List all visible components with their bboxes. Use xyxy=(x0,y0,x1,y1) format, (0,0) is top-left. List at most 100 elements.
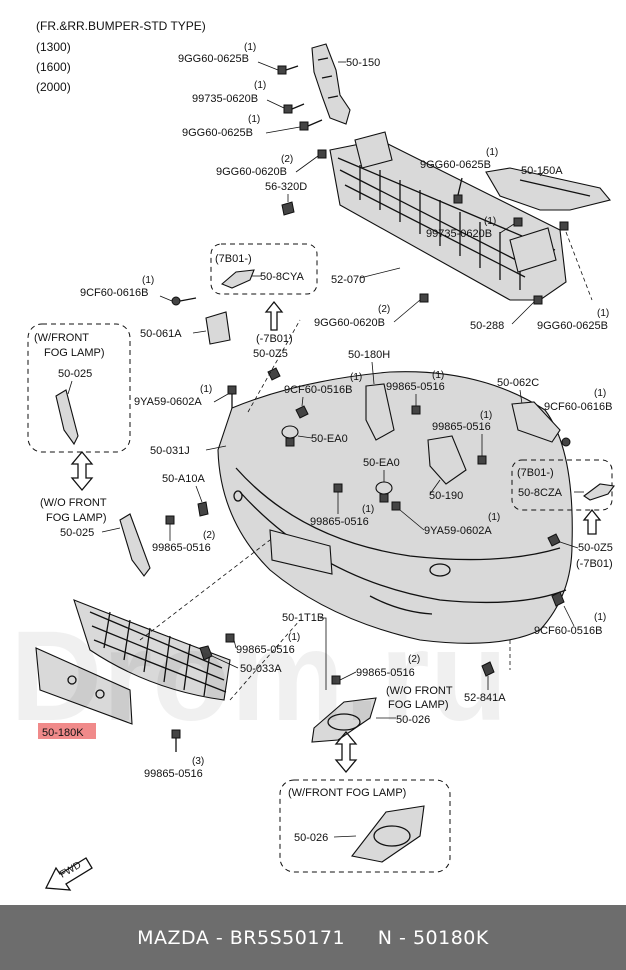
garnish-50-025-drawing xyxy=(55,389,79,446)
double-arrow-icon xyxy=(70,450,94,492)
license-plate-bracket-50-180K-drawing xyxy=(35,647,133,725)
variant-2000: (2000) xyxy=(36,80,71,94)
clip-icon xyxy=(481,661,495,677)
label-50-026-b: 50-026 xyxy=(294,832,328,844)
qty-19: (1) xyxy=(288,632,300,643)
label-wfront-foglamp: (W/FRONT FOG LAMP) xyxy=(288,787,406,799)
qty-20: (2) xyxy=(408,654,420,665)
bolt-icon xyxy=(419,293,429,303)
label-50-150A: 50-150A xyxy=(521,165,563,177)
label-50-026-a: 50-026 xyxy=(396,714,430,726)
footer-bar: MAZDA - BR5S50171 N - 50180K xyxy=(0,905,626,970)
label-50-8CZA: 50-8CZA xyxy=(518,487,563,499)
arrow-up-icon xyxy=(264,300,284,331)
diagram-title: (FR.&RR.BUMPER-STD TYPE) xyxy=(36,19,206,33)
variant-box-wfront-b xyxy=(279,779,451,873)
label-99735-0620B-a: 99735-0620B xyxy=(192,93,258,105)
label-50-025-b: 50-025 xyxy=(60,527,94,539)
label-9CF60-0616B-a: 9CF60-0616B xyxy=(80,287,149,299)
label-50-033A: 50-033A xyxy=(240,663,282,675)
bolt-icon xyxy=(333,483,343,493)
qty-10: (1) xyxy=(200,384,212,395)
label-9YA59-0602A-b: 9YA59-0602A xyxy=(424,525,492,537)
qty-1: (1) xyxy=(244,42,256,53)
qty-11: (1) xyxy=(350,372,362,383)
qty-17: (1) xyxy=(488,512,500,523)
bolt-icon xyxy=(283,103,305,114)
clip-icon xyxy=(197,501,209,517)
label-9GG60-0625B-b: 9GG60-0625B xyxy=(182,127,253,139)
label-52-841A: 52-841A xyxy=(464,692,506,704)
bolt-icon xyxy=(225,633,235,643)
clip-icon xyxy=(551,591,565,607)
label-9GG60-0625B-d: 9GG60-0625B xyxy=(537,320,608,332)
footer-part-number: MAZDA - BR5S50171 N - 50180K xyxy=(137,926,489,949)
label-9GG60-0625B-a: 9GG60-0625B xyxy=(178,53,249,65)
label-minus7B01-b: (-7B01) xyxy=(576,558,613,570)
label-fwd: FWD xyxy=(58,860,83,881)
label-50-061A: 50-061A xyxy=(140,328,182,340)
label-foglamp-a: FOG LAMP) xyxy=(44,347,105,359)
garnish-icon xyxy=(220,269,255,289)
label-50-A10A: 50-A10A xyxy=(162,473,205,485)
qty-15: (1) xyxy=(362,504,374,515)
label-50-1T1B: 50-1T1B xyxy=(282,612,324,624)
label-99865-0516-d: 99865-0516 xyxy=(152,542,211,554)
variant-box-wfront-a xyxy=(27,323,131,453)
bolt-icon xyxy=(477,455,487,465)
bolt-icon xyxy=(453,177,463,204)
variant-1600: (1600) xyxy=(36,60,71,74)
label-50-180K: 50-180K xyxy=(42,727,84,739)
bolt-icon xyxy=(299,119,323,131)
clip-icon xyxy=(171,296,197,306)
label-wo-front-b: (W/O FRONT xyxy=(386,685,453,697)
label-50-EA0-b: 50-EA0 xyxy=(363,457,400,469)
qty-14: (1) xyxy=(480,410,492,421)
bracket-50-150A-drawing xyxy=(485,167,611,211)
label-99735-0620B-b: 99735-0620B xyxy=(426,228,492,240)
label-9CF60-0516B-a: 9CF60-0516B xyxy=(284,384,353,396)
qty-2: (1) xyxy=(254,80,266,91)
highlight-50-180K xyxy=(38,723,96,739)
qty-18: (1) xyxy=(594,612,606,623)
label-50-0Z5-a: 50-0Z5 xyxy=(253,348,288,360)
label-50-8CYA: 50-8CYA xyxy=(260,271,304,283)
bolt-icon xyxy=(559,221,569,231)
forward-direction-icon: FWD xyxy=(44,857,93,891)
arrow-up-icon xyxy=(582,508,602,535)
garnish-50-025-wo-drawing xyxy=(119,513,151,577)
bolt-icon xyxy=(165,515,175,525)
label-9GG60-0620B-b: 9GG60-0620B xyxy=(314,317,385,329)
qty-13: (1) xyxy=(594,388,606,399)
label-wo-front-a: (W/O FRONT xyxy=(40,497,107,509)
label-50-288: 50-288 xyxy=(470,320,504,332)
bolt-icon xyxy=(411,405,421,415)
label-9GG60-0620B-a: 9GG60-0620B xyxy=(216,166,287,178)
qty-3: (1) xyxy=(248,114,260,125)
label-minus7B01-a: (-7B01) xyxy=(256,333,293,345)
label-99865-0516-f: 99865-0516 xyxy=(356,667,415,679)
bolt-icon xyxy=(317,149,327,159)
exploded-parts-diagram: (FR.&RR.BUMPER-STD TYPE) (1300) (1600) (… xyxy=(27,19,615,891)
bracket-50-180H-drawing xyxy=(365,383,395,441)
clip-icon xyxy=(281,201,295,216)
bracket-50-062C-drawing xyxy=(511,401,561,443)
bracket-50-150-drawing xyxy=(311,43,351,125)
variant-box-7B01-b xyxy=(511,459,613,511)
label-9YA59-0602A-a: 9YA59-0602A xyxy=(134,396,202,408)
label-9CF60-0516B-b: 9CF60-0516B xyxy=(534,625,603,637)
grille-50-1T1B-drawing xyxy=(73,599,231,701)
double-arrow-icon xyxy=(334,730,358,774)
bracket-50-190-drawing xyxy=(427,435,467,485)
label-50-190: 50-190 xyxy=(429,490,463,502)
qty-7: (1) xyxy=(142,275,154,286)
clip-icon xyxy=(267,367,281,381)
label-foglamp-b: FOG LAMP) xyxy=(46,512,107,524)
bolt-icon xyxy=(391,501,401,511)
clip-icon xyxy=(295,405,309,419)
label-50-0Z5-b: 50-0Z5 xyxy=(578,542,613,554)
variant-1300: (1300) xyxy=(36,40,71,54)
label-9CF60-0616B-b: 9CF60-0616B xyxy=(544,401,613,413)
label-99865-0516-g: 99865-0516 xyxy=(144,768,203,780)
